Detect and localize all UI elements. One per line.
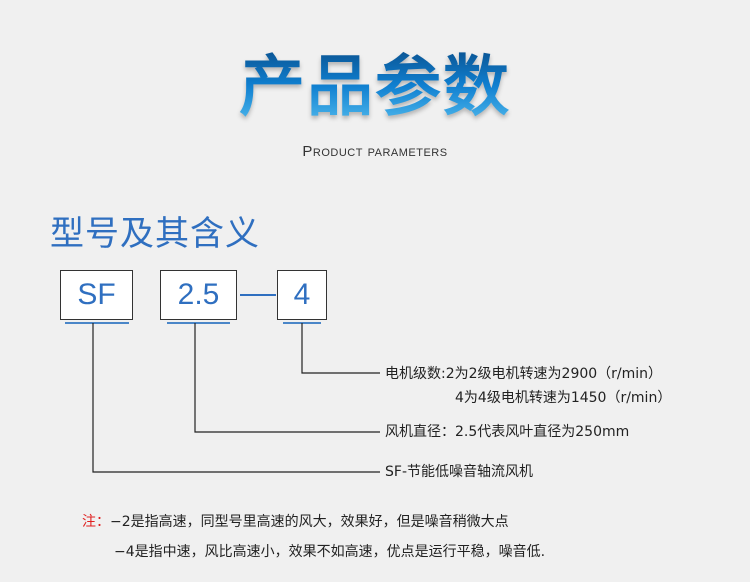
- code-series-text: SF: [77, 278, 116, 311]
- page-subtitle: Product parameters: [302, 143, 448, 160]
- desc-diameter: 风机直径：2.5代表风叶直径为250mm: [385, 424, 630, 440]
- code-box-series: SF: [60, 270, 133, 320]
- note-line-1: 注：−2是指高速，同型号里高速的风大，效果好，但是噪音稍微大点: [82, 512, 509, 532]
- code-box-diameter: 2.5: [160, 270, 237, 320]
- page-title: 产品参数: [0, 42, 750, 132]
- leader-line-diameter: [194, 323, 380, 433]
- code-diameter-text: 2.5: [177, 278, 220, 311]
- desc-series: SF-节能低噪音轴流风机: [385, 464, 533, 480]
- section-heading: 型号及其含义: [50, 214, 260, 254]
- desc-poles-line1: 电机级数:2为2级电机转速为2900（r/min）: [385, 366, 663, 382]
- code-separator-dash: [240, 294, 276, 296]
- note-label: 注：: [82, 514, 110, 530]
- leader-line-series: [92, 323, 380, 473]
- leader-line-poles: [301, 323, 380, 374]
- note-text-1: −2是指高速，同型号里高速的风大，效果好，但是噪音稍微大点: [110, 514, 509, 530]
- underline-series: [65, 322, 129, 324]
- code-poles-text: 4: [293, 278, 311, 311]
- desc-poles-line2: 4为4级电机转速为1450（r/min）: [455, 390, 672, 406]
- code-box-poles: 4: [277, 270, 327, 320]
- note-line-2: −4是指中速，风比高速小，效果不如高速，优点是运行平稳，噪音低.: [114, 544, 546, 560]
- underline-diameter: [167, 322, 230, 324]
